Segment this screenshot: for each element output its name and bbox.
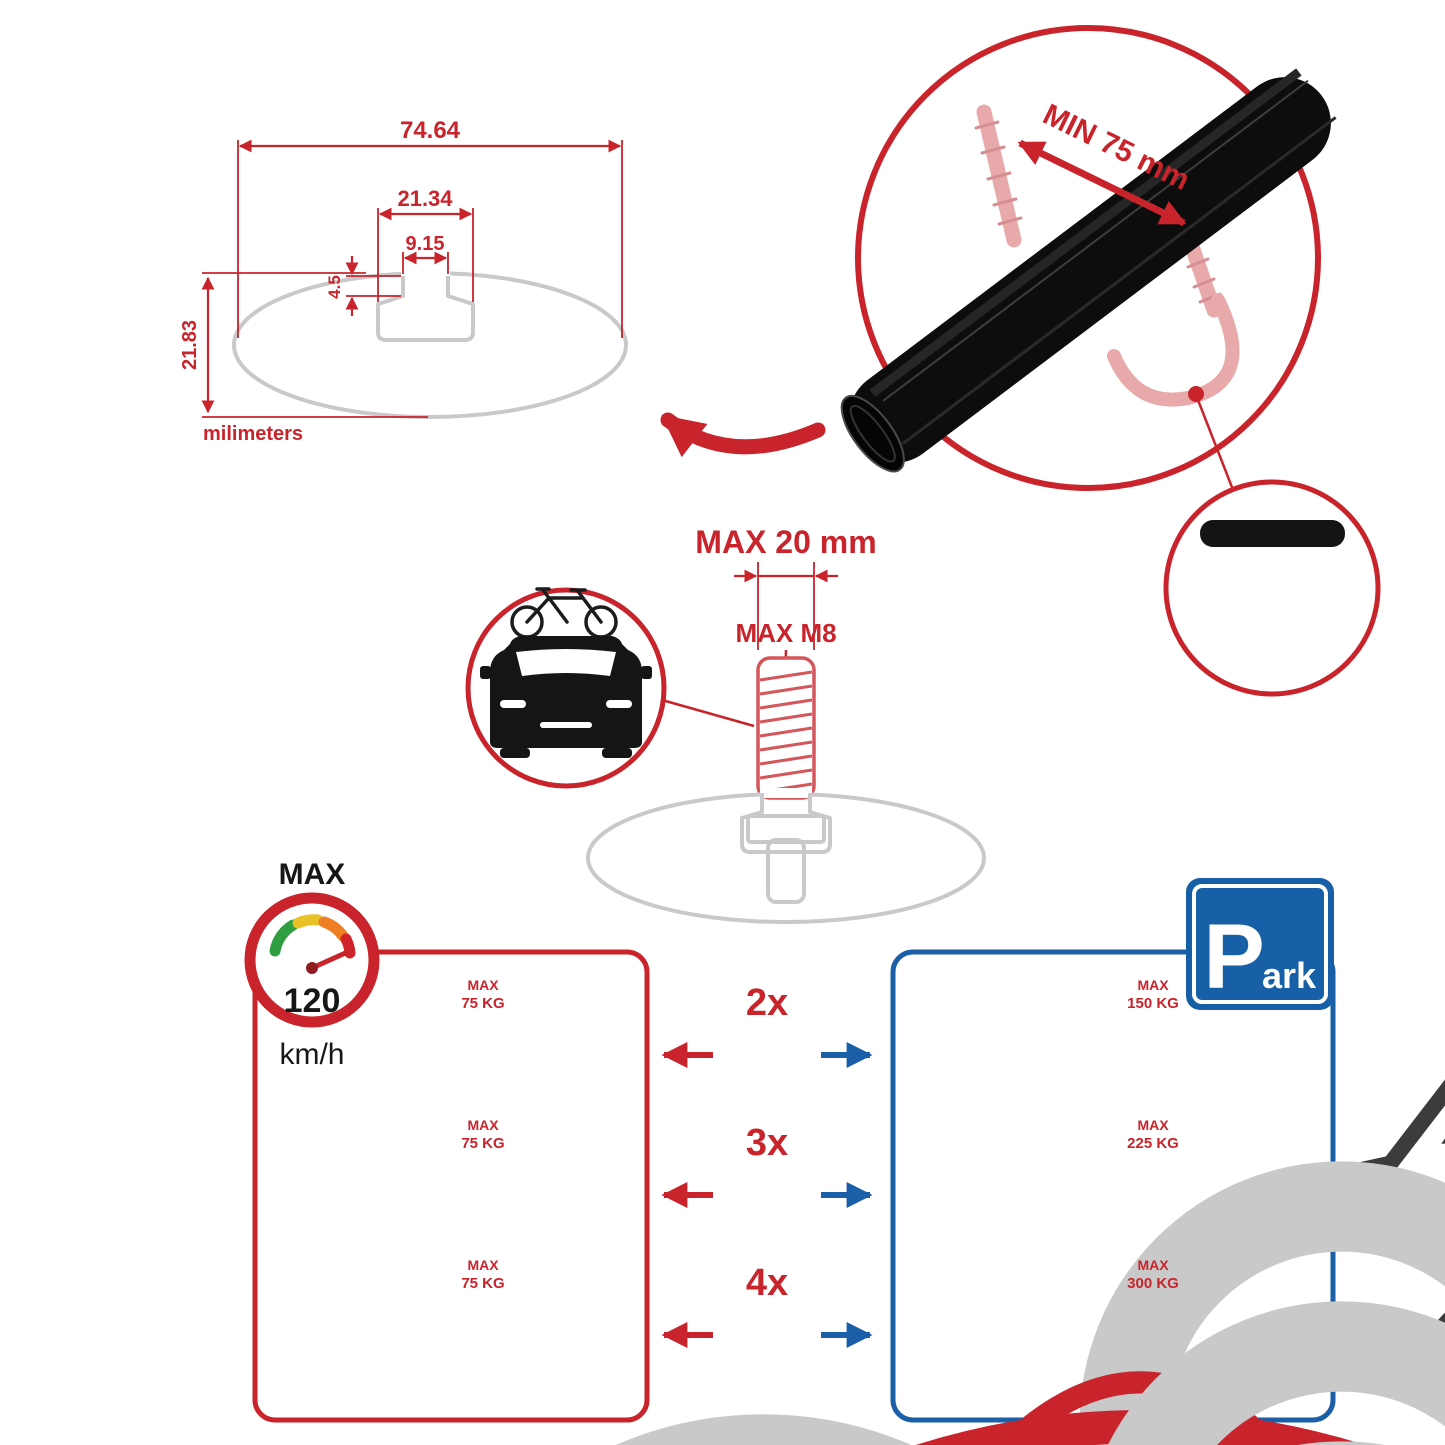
bar-end-cap [840,394,905,473]
dim-total-width: 74.64 [400,117,461,144]
callout-dot [1188,386,1204,402]
bolt-stem [766,838,806,904]
bolt-spec: MAX 20 mm MAX M8 [465,524,986,924]
roofbox-car-badge [1163,479,1445,1443]
profile-with-bolt [586,788,986,924]
bar-quantity-column: 2x 3x 4x [661,982,873,1348]
roof-box-icon [1200,520,1345,547]
multiplier-label: 2x [746,982,788,1024]
park-sign: P ark [1186,878,1334,1010]
crossbar-3d [840,68,1337,473]
speed-value: 120 [284,982,341,1020]
bolt-max-thread-label: MAX M8 [735,618,836,648]
multiplier-label: 4x [746,1262,788,1304]
dim-channel-width: 21.34 [397,186,453,211]
cargo-max-label: MAX [1137,1257,1169,1273]
cargo-load-label: 75 KG [461,1135,504,1152]
cargo-load-label: 75 KG [461,1275,504,1292]
u-bolt-bend [1107,293,1240,407]
bike-car-badge [465,587,755,789]
callout-line [661,698,755,728]
multiplier-label: 3x [746,1122,788,1164]
speed-limit-gauge: MAX 120 km/h [244,858,380,1071]
detail-circle [855,25,1321,491]
parked-cars: MAX 150 KG MAX 225 KG MAX 300 KG [1127,977,1445,1445]
cargo-max-label: MAX [1137,977,1169,993]
gauge-max-label: MAX [279,858,346,891]
units-label: milimeters [203,423,303,445]
cargo-max-label: MAX [467,977,499,993]
cargo-load-label: 75 KG [461,995,504,1012]
park-letter: P [1203,906,1264,1008]
cargo-load-label: 150 KG [1127,995,1179,1012]
dim-total-height: 21.83 [179,320,201,370]
speed-unit: km/h [279,1038,344,1071]
dim-slot-depth: 4.5 [325,275,344,299]
capacity-section: MAX 120 km/h MAX 75 KG MAX 75 KG [244,858,1445,1445]
park-sign-border [1192,884,1328,1004]
cargo-max-label: MAX [467,1257,499,1273]
cargo-load-label: 300 KG [1127,1275,1179,1292]
driving-cars: MAX 75 KG MAX 75 KG MAX 75 KG [438,977,1445,1445]
crossbar-dimension-diagram: 74.64 21.34 9.15 21.83 4.5 milimeters [179,117,628,445]
cargo-max-label: MAX [1137,1117,1169,1133]
min-spacing-arrow [1017,139,1187,227]
callout-arrow [660,412,826,458]
cargo-load-label: 225 KG [1127,1135,1179,1152]
gauge-pivot [306,962,318,974]
gauge-needle [309,947,355,971]
t-slot-channel [376,276,475,342]
profile-opening-mask [401,266,450,278]
crossbar-detail: MIN 75 mm [840,25,1337,496]
dim-slot-width: 9.15 [406,233,445,255]
threaded-bolt-icon [756,656,816,800]
driving-load-box [252,949,650,1423]
gauge-arcs [269,914,356,959]
cargo-max-label: MAX [467,1117,499,1133]
park-sign-plate [1186,878,1334,1010]
car-front-icon [480,636,652,758]
bolt-max-length-label: MAX 20 mm [695,524,876,560]
crossbar-profile-outline [232,271,628,419]
badge-circle [1163,479,1381,697]
callout-line [1196,399,1237,496]
park-suffix: ark [1262,955,1317,996]
min-spacing-label: MIN 75 mm [1038,98,1195,197]
